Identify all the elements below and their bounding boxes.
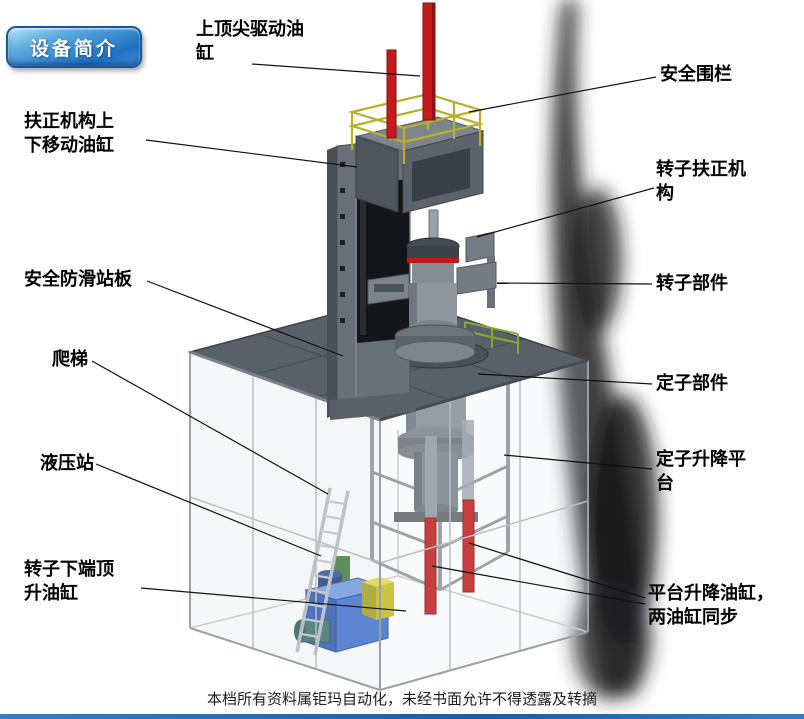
leader-stator-part (477, 373, 653, 385)
leader-rotor-jack-cylinder (140, 587, 407, 612)
label-rotor-centering: 转子扶正机 构 (656, 159, 746, 204)
leader-platform-lift-2 (431, 565, 646, 605)
platform-lift-cylinders-graphic (424, 420, 475, 615)
leader-ladder (91, 360, 329, 495)
label-antislip-plate: 安全防滑站板 (24, 269, 132, 290)
leader-top-drive-cylinder (251, 63, 421, 77)
label-rotor-jack-cylinder: 转子下端顶 升油缸 (24, 559, 114, 604)
label-platform-lift-cylinders: 平台升降油缸， 两油缸同步 (648, 583, 774, 628)
leader-rotor-centering (476, 187, 655, 238)
head-box (355, 116, 485, 214)
label-stator-part: 定子部件 (656, 373, 728, 394)
ladder-graphic (295, 487, 350, 656)
leader-lines (91, 63, 657, 612)
bottom-blue-bar (0, 714, 804, 719)
label-hydraulic-station: 液压站 (40, 453, 94, 474)
leader-stator-lift-platform (503, 454, 653, 470)
leader-rotor-part (496, 282, 653, 285)
leader-hydraulic-station (95, 463, 322, 557)
safety-cage (189, 352, 589, 691)
background-shadow (551, 0, 658, 700)
leader-centering-cylinder (145, 139, 358, 168)
top-drive-cylinder-graphic (386, 2, 436, 139)
rotor-assembly (367, 209, 497, 364)
label-ladder: 爬梯 (52, 349, 88, 370)
copyright-watermark: 本档所有资料属钜玛自动化，未经书面允许不得透露及转摘 (206, 690, 597, 708)
leader-platform-lift-1 (468, 542, 646, 599)
equipment-intro-badge: 设备简介 (6, 26, 142, 68)
label-safety-fence: 安全围栏 (660, 64, 732, 85)
label-top-drive-cylinder: 上顶尖驱动油 缸 (196, 19, 304, 64)
label-stator-lift-platform: 定子升降平 台 (656, 449, 746, 494)
leader-safety-fence (468, 76, 657, 113)
leader-antislip-plate (146, 280, 344, 357)
label-rotor-part: 转子部件 (656, 273, 728, 294)
label-centering-cylinder: 扶正机构上 下移动油缸 (24, 111, 114, 156)
